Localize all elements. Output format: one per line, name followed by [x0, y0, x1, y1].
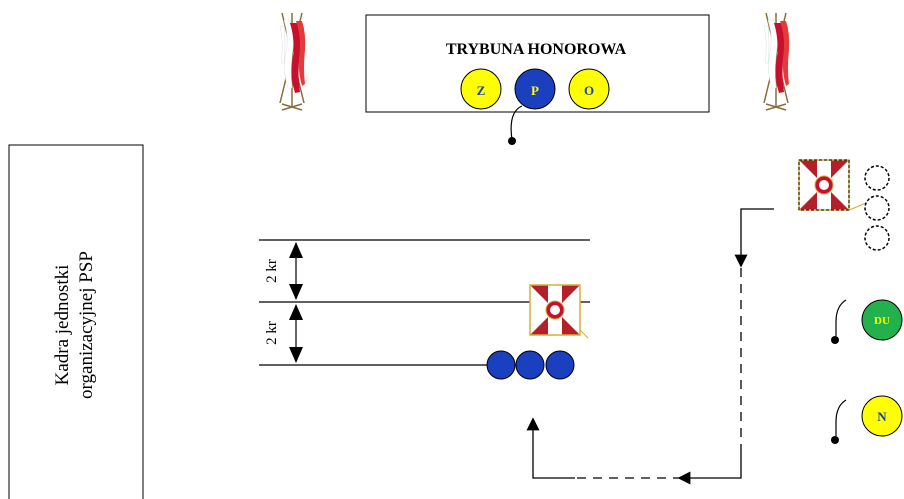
distance-arrow-2: 2 kr: [264, 304, 303, 363]
distance-arrow-1: 2 kr: [264, 242, 303, 300]
commander-dot: [508, 137, 516, 145]
poczet-start-1: [864, 165, 890, 191]
route-segment-5: [526, 417, 575, 479]
distance-label-2: 2 kr: [264, 321, 280, 345]
route-segment-3: [677, 445, 742, 485]
tribune-circle-p: P: [514, 68, 556, 110]
circle-p-label: P: [531, 83, 539, 98]
side-panel-line2: organizacyjnej PSP: [76, 251, 97, 399]
flag-stand-right-icon: [763, 12, 790, 111]
banner-field-icon: [529, 284, 581, 336]
marker-du-shape: [861, 299, 903, 341]
poczet-start-2: [864, 195, 890, 221]
tribune-circle-o: O: [568, 68, 610, 110]
poczet-member-1: [486, 350, 516, 380]
side-panel-text: Kadra jednostki organizacyjnej PSP: [52, 251, 97, 399]
poczet-member-2: [515, 350, 545, 380]
circle-p-shape: [514, 68, 556, 110]
marker-n-shape: [861, 395, 903, 437]
circle-o-shape: [568, 68, 610, 110]
flag-stand-left-icon: [279, 12, 306, 111]
marker-n: N: [831, 395, 903, 444]
side-panel-line1: Kadra jednostki: [52, 265, 73, 386]
tribune-circle-z: Z: [460, 68, 502, 110]
circle-o-label: O: [584, 83, 594, 98]
marker-du-label: DU: [874, 315, 890, 327]
poczet-start-3: [864, 225, 890, 251]
circle-z-label: Z: [477, 83, 486, 98]
poczet-member-3: [545, 350, 575, 380]
side-panel: [8, 144, 144, 499]
banner-right-icon: [798, 159, 850, 211]
circle-z-shape: [460, 68, 502, 110]
route-segment-1: [734, 208, 774, 268]
marker-n-label: N: [877, 409, 887, 424]
distance-label-1: 2 kr: [264, 259, 280, 283]
commander-hook: [510, 105, 523, 141]
tribune-title: TRYBUNA HONOROWA: [446, 41, 627, 58]
marker-du: DU: [831, 299, 903, 344]
